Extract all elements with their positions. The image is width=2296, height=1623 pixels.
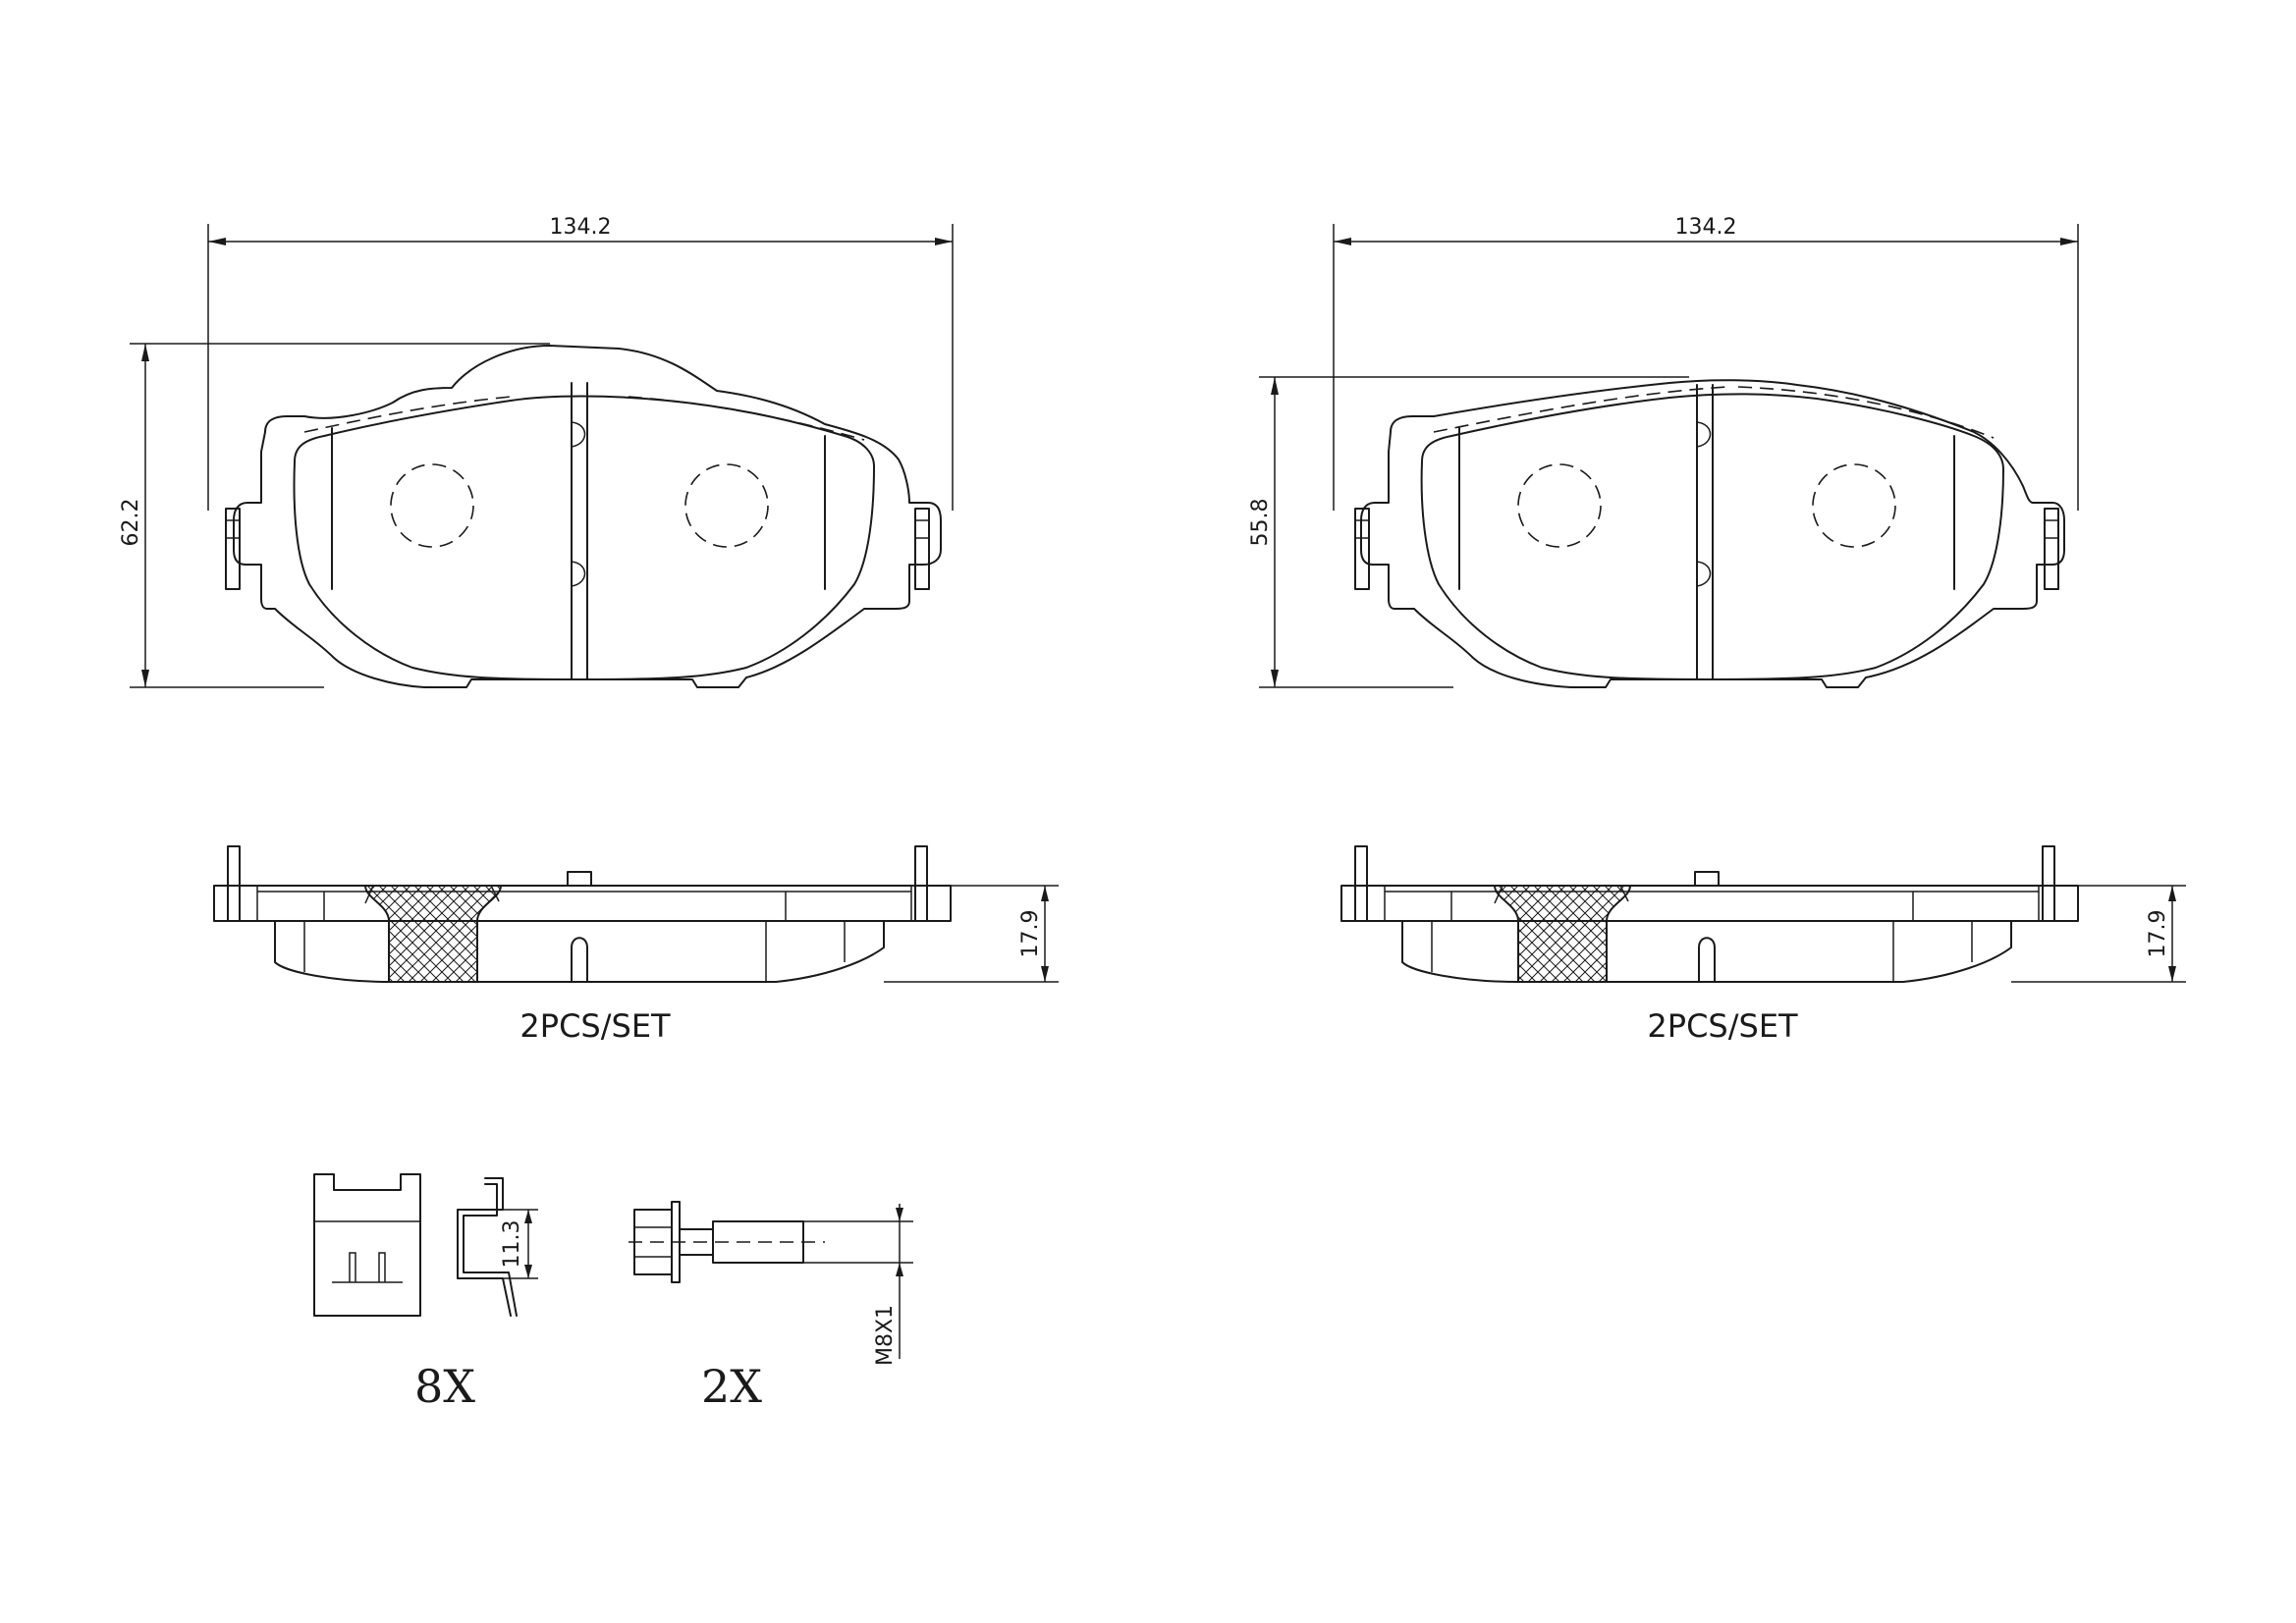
pad-1-height-value: 62.2 bbox=[119, 499, 143, 547]
pad-2-thickness-value: 17.9 bbox=[2146, 910, 2170, 958]
clip-dimension: 11.3 bbox=[500, 1209, 538, 1279]
pad-1-width-value: 134.2 bbox=[550, 215, 612, 240]
pad-1-front-view: 134.2 62.2 bbox=[119, 215, 954, 688]
clip-quantity: 8X bbox=[414, 1360, 475, 1413]
pad-1-thickness-value: 17.9 bbox=[1018, 910, 1043, 958]
pad-1-indicator-circle bbox=[390, 463, 474, 548]
pad-2-width-value: 134.2 bbox=[1675, 215, 1737, 240]
pad-2-height-dimension: 55.8 bbox=[1248, 376, 1689, 688]
bolt-thread-dimension: M8X1 bbox=[803, 1204, 913, 1366]
pad-2-front-view: 134.2 55.8 bbox=[1248, 215, 2079, 688]
pad-1-height-dimension: 62.2 bbox=[119, 343, 550, 688]
pad-2-indicator-circle bbox=[1517, 463, 1602, 548]
pad-1-width-dimension: 134.2 bbox=[207, 215, 954, 511]
pad-2-indicator-circle bbox=[1812, 463, 1896, 548]
pad-1-side-view: 17.9 2PCS/SET bbox=[213, 845, 1059, 1045]
pad-1-set-label: 2PCS/SET bbox=[519, 1007, 671, 1045]
bolt-thread-value: M8X1 bbox=[873, 1305, 898, 1366]
clip-dimension-value: 11.3 bbox=[500, 1220, 524, 1269]
pad-2-side-view: 17.9 2PCS/SET bbox=[1340, 845, 2186, 1045]
pad-1-indicator-circle bbox=[684, 463, 769, 548]
clip-side-view: 11.3 bbox=[457, 1177, 538, 1317]
pad-2-height-value: 55.8 bbox=[1248, 499, 1273, 547]
clip-front-view bbox=[313, 1173, 421, 1317]
pad-1-thickness-dimension: 17.9 bbox=[884, 885, 1059, 983]
bolt-quantity: 2X bbox=[701, 1360, 762, 1413]
pad-2-set-label: 2PCS/SET bbox=[1647, 1007, 1798, 1045]
pad-2-thickness-dimension: 17.9 bbox=[2011, 885, 2186, 983]
bolt-drawing: M8X1 bbox=[629, 1201, 913, 1366]
pad-2-width-dimension: 134.2 bbox=[1333, 215, 2079, 511]
